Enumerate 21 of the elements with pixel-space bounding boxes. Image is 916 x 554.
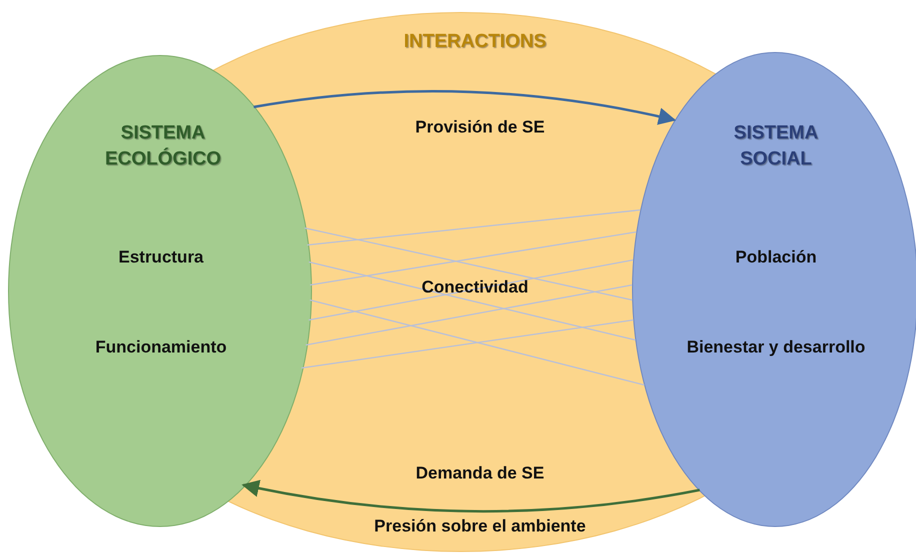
node-text: Bienestar y desarrollo [686,336,866,359]
connection-line [308,259,634,321]
connection-line [304,227,632,301]
connection-line [310,231,636,286]
node-heading: SISTEMA ECOLÓGICO [104,121,222,171]
node-text: Estructura [117,246,205,269]
edge-label: Demanda de SE [414,462,546,485]
arrow [254,90,676,126]
connection-line [308,261,636,341]
connection-line [307,209,640,246]
node-text: Funcionamiento [94,336,228,359]
arrow [242,480,700,512]
connection-line [301,319,634,369]
node-text: Población [734,246,818,269]
annotation-text: INTERACTIONS [402,30,548,54]
annotation-text: Conectividad [420,276,530,299]
annotation-text: Presión sobre el ambiente [373,516,587,538]
edge-label: Provisión de SE [414,116,546,139]
connection-line [306,284,632,346]
node-heading: SISTEMA SOCIAL [732,121,820,171]
connection-line [310,299,645,386]
